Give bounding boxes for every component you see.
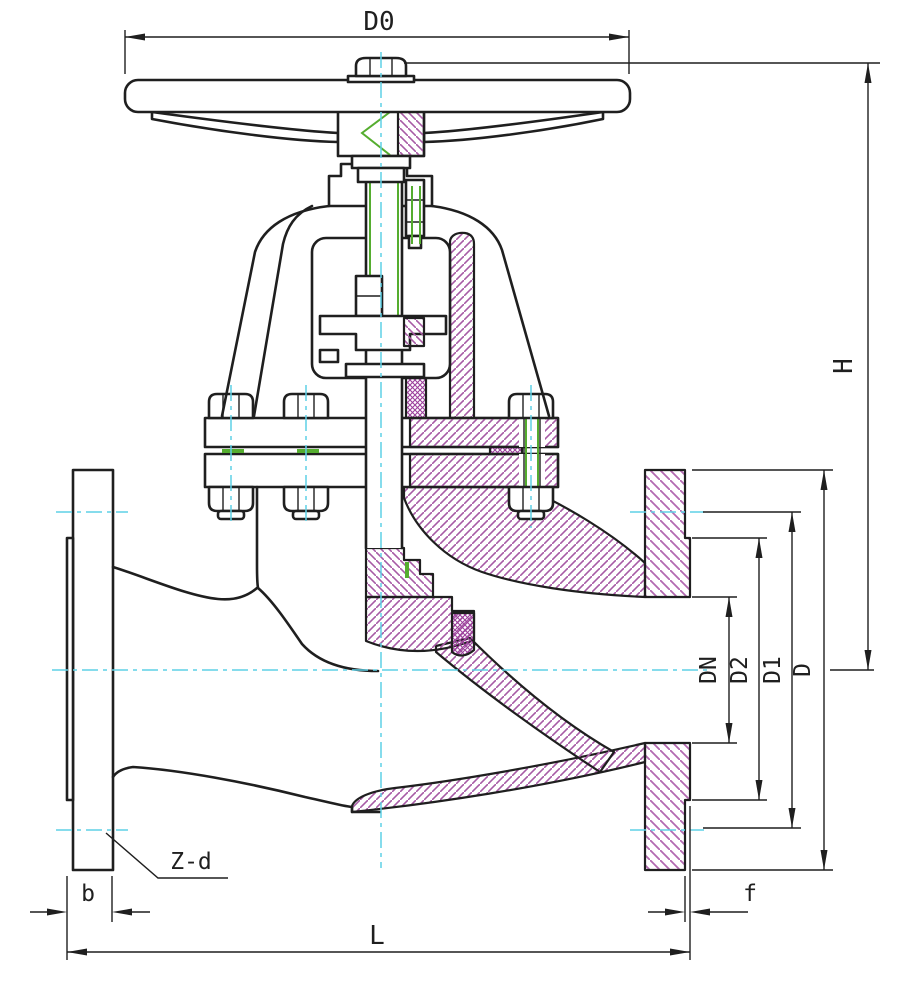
gland-lug	[318, 348, 340, 364]
dimension-d: D	[692, 469, 833, 871]
dim-label-f: f	[743, 881, 757, 907]
gland-eyebolt-section	[402, 316, 426, 348]
body-upper-hub	[111, 565, 259, 601]
yoke-bell-left-inner	[252, 204, 314, 418]
dimension-b: b	[30, 876, 150, 960]
dim-label-zd: Z-d	[170, 849, 212, 875]
handwheel-hub-section	[396, 106, 426, 158]
handwheel	[123, 56, 632, 184]
right-flange-top-section	[643, 468, 692, 599]
dim-label-d1: D1	[760, 656, 786, 684]
packing-collar	[344, 362, 426, 379]
seat-ring-section	[450, 611, 476, 657]
body-neck-left	[255, 485, 260, 590]
dimension-dn: DN	[692, 596, 737, 744]
dimension-d1: D1	[703, 511, 801, 829]
disc-section	[364, 595, 476, 653]
left-flange-bolt-centerlines	[56, 511, 128, 831]
bonnet-bolt-centerlines	[230, 385, 532, 528]
handwheel-spoke-left	[150, 110, 340, 144]
stem-assembly	[318, 104, 448, 578]
dim-label-b: b	[81, 881, 95, 907]
centerlines	[52, 52, 708, 868]
stem-top-nut-facets	[369, 58, 393, 76]
dimension-d0: D0	[124, 7, 630, 74]
yoke-bell-left-outer	[220, 204, 331, 418]
dim-label-h: H	[829, 358, 859, 374]
bolt-clearance-upper	[519, 418, 545, 447]
disc-collar-section	[364, 546, 435, 599]
dimension-f: f	[648, 806, 757, 960]
dim-label-d: D	[790, 663, 816, 677]
dim-label-d0: D0	[363, 7, 394, 37]
handwheel-spoke-right	[422, 110, 605, 144]
body-bottom-ledge	[350, 805, 382, 814]
bonnet-gasket-section	[488, 445, 524, 456]
sectioned-parts	[350, 231, 692, 872]
right-flange-bottom-section	[643, 741, 692, 872]
right-flange-bolt-centerlines	[630, 511, 704, 831]
yoke-bell-right-outer	[430, 204, 551, 418]
dimension-zd: Z-d	[105, 832, 228, 879]
bonnet-stud	[404, 178, 426, 250]
bolt-stud-outline	[523, 418, 541, 487]
dimensions: D0 H DN D2 D1	[30, 7, 880, 960]
dim-label-l: L	[369, 921, 385, 951]
dimension-l: L	[67, 921, 690, 956]
bolt-clearance-lower	[519, 454, 545, 487]
dimension-h: H	[404, 62, 880, 671]
dimension-d2: D2	[692, 537, 767, 801]
body-bowl-left	[256, 586, 380, 673]
upper-body-wall-section	[402, 485, 647, 599]
left-flange-raised-face	[65, 536, 75, 802]
seat-partition-section	[434, 636, 616, 774]
dim-label-dn: DN	[696, 656, 722, 684]
body-lower-hub	[111, 765, 354, 809]
dim-label-d2: D2	[727, 656, 753, 684]
bonnet-wall-section	[448, 231, 476, 420]
handwheel-rim	[123, 78, 632, 114]
